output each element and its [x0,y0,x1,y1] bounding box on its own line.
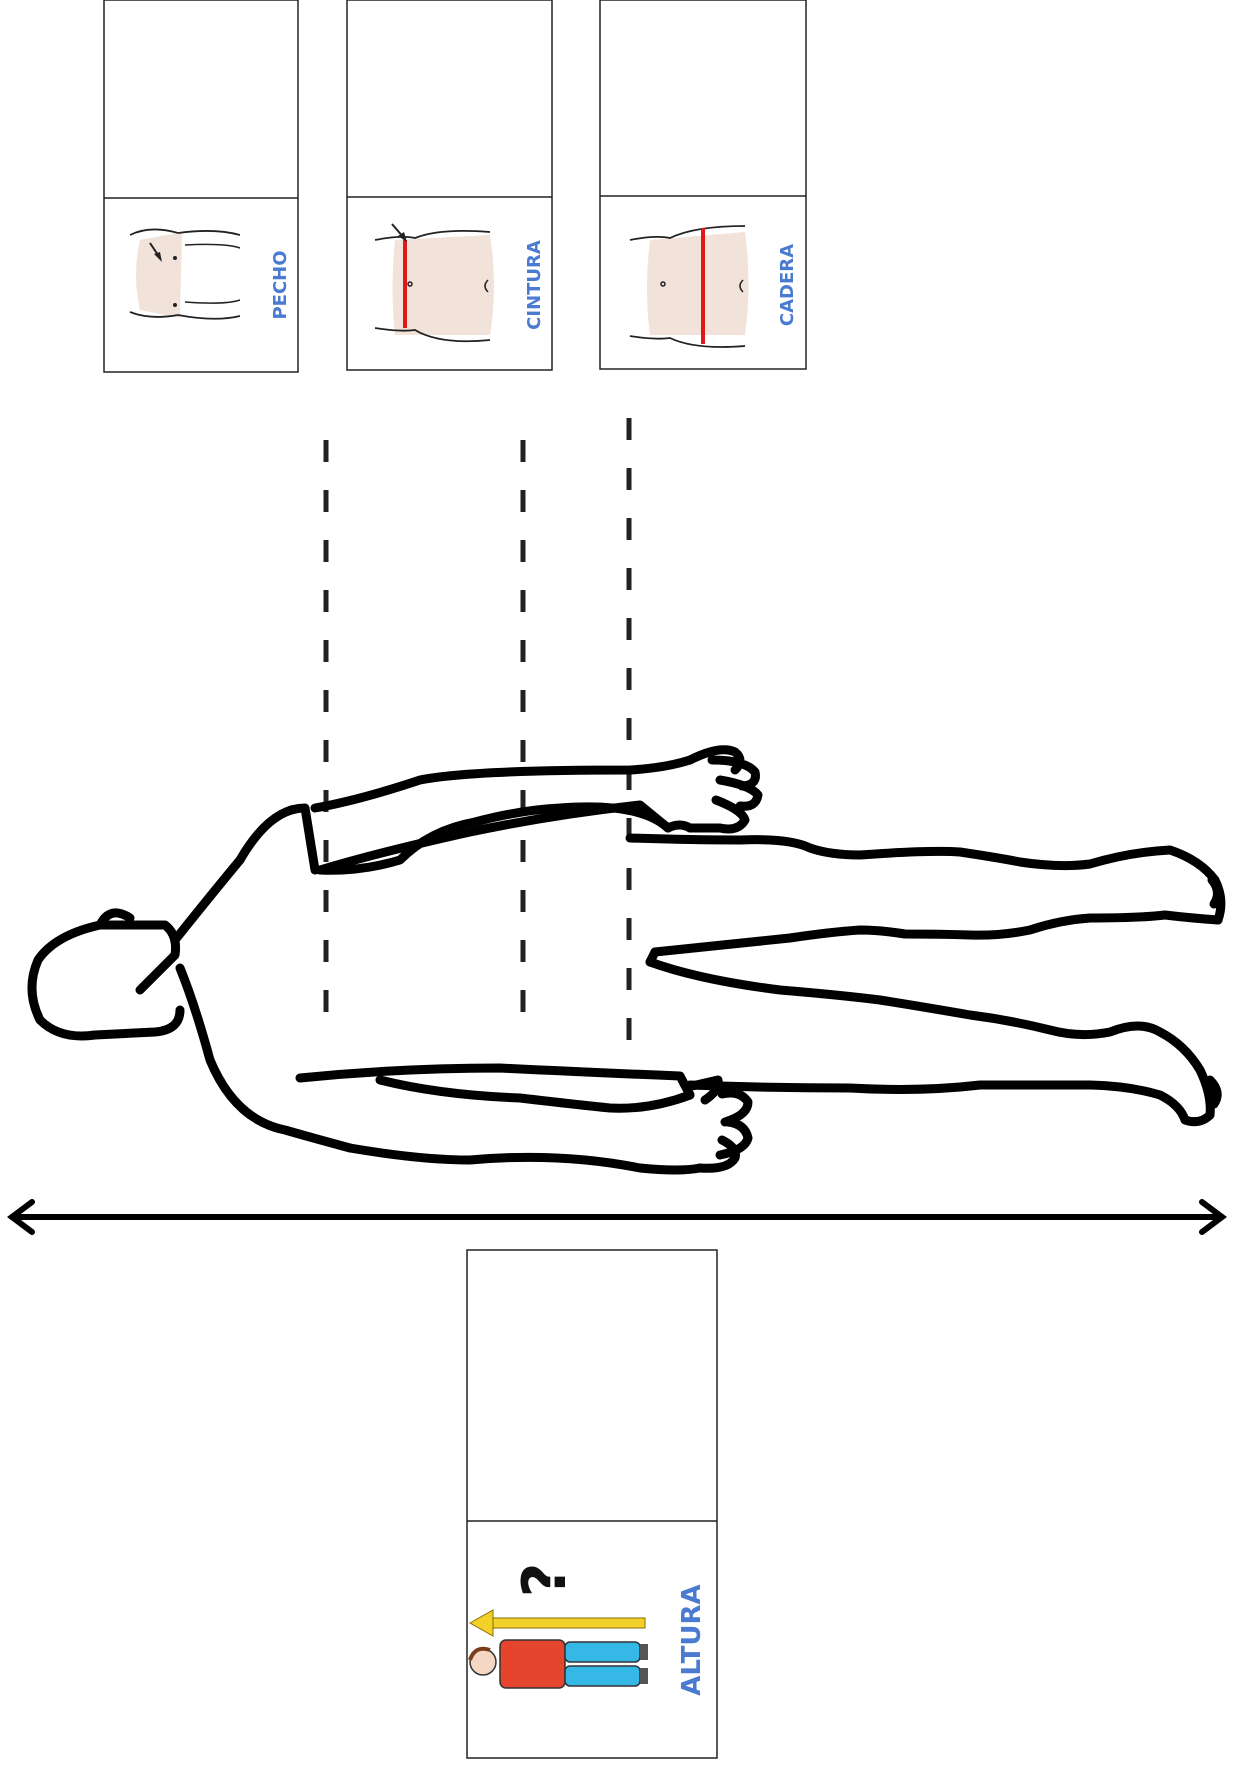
card-label-cintura: CINTURA [524,240,545,330]
height-arrow [12,1202,1222,1232]
head-outline [32,925,180,1036]
card-label-pecho: PECHO [270,250,291,319]
body-outline [32,750,1221,1170]
measurement-guides [326,418,629,1040]
question-mark-icon: ? [510,1563,580,1598]
card-label-altura: ALTURA [677,1584,707,1695]
card-label-cadera: CADERA [777,244,798,326]
left-leg-outline [630,838,1221,920]
torso-outline [175,808,315,940]
right-arm-outline [300,1068,690,1095]
left-arm-outline [315,760,690,808]
card-pecho: PECHO [104,0,298,372]
card-cintura: CINTURA [347,0,552,370]
card-altura: ? ALTURA [467,1250,717,1758]
card-cadera: CADERA [600,0,806,369]
